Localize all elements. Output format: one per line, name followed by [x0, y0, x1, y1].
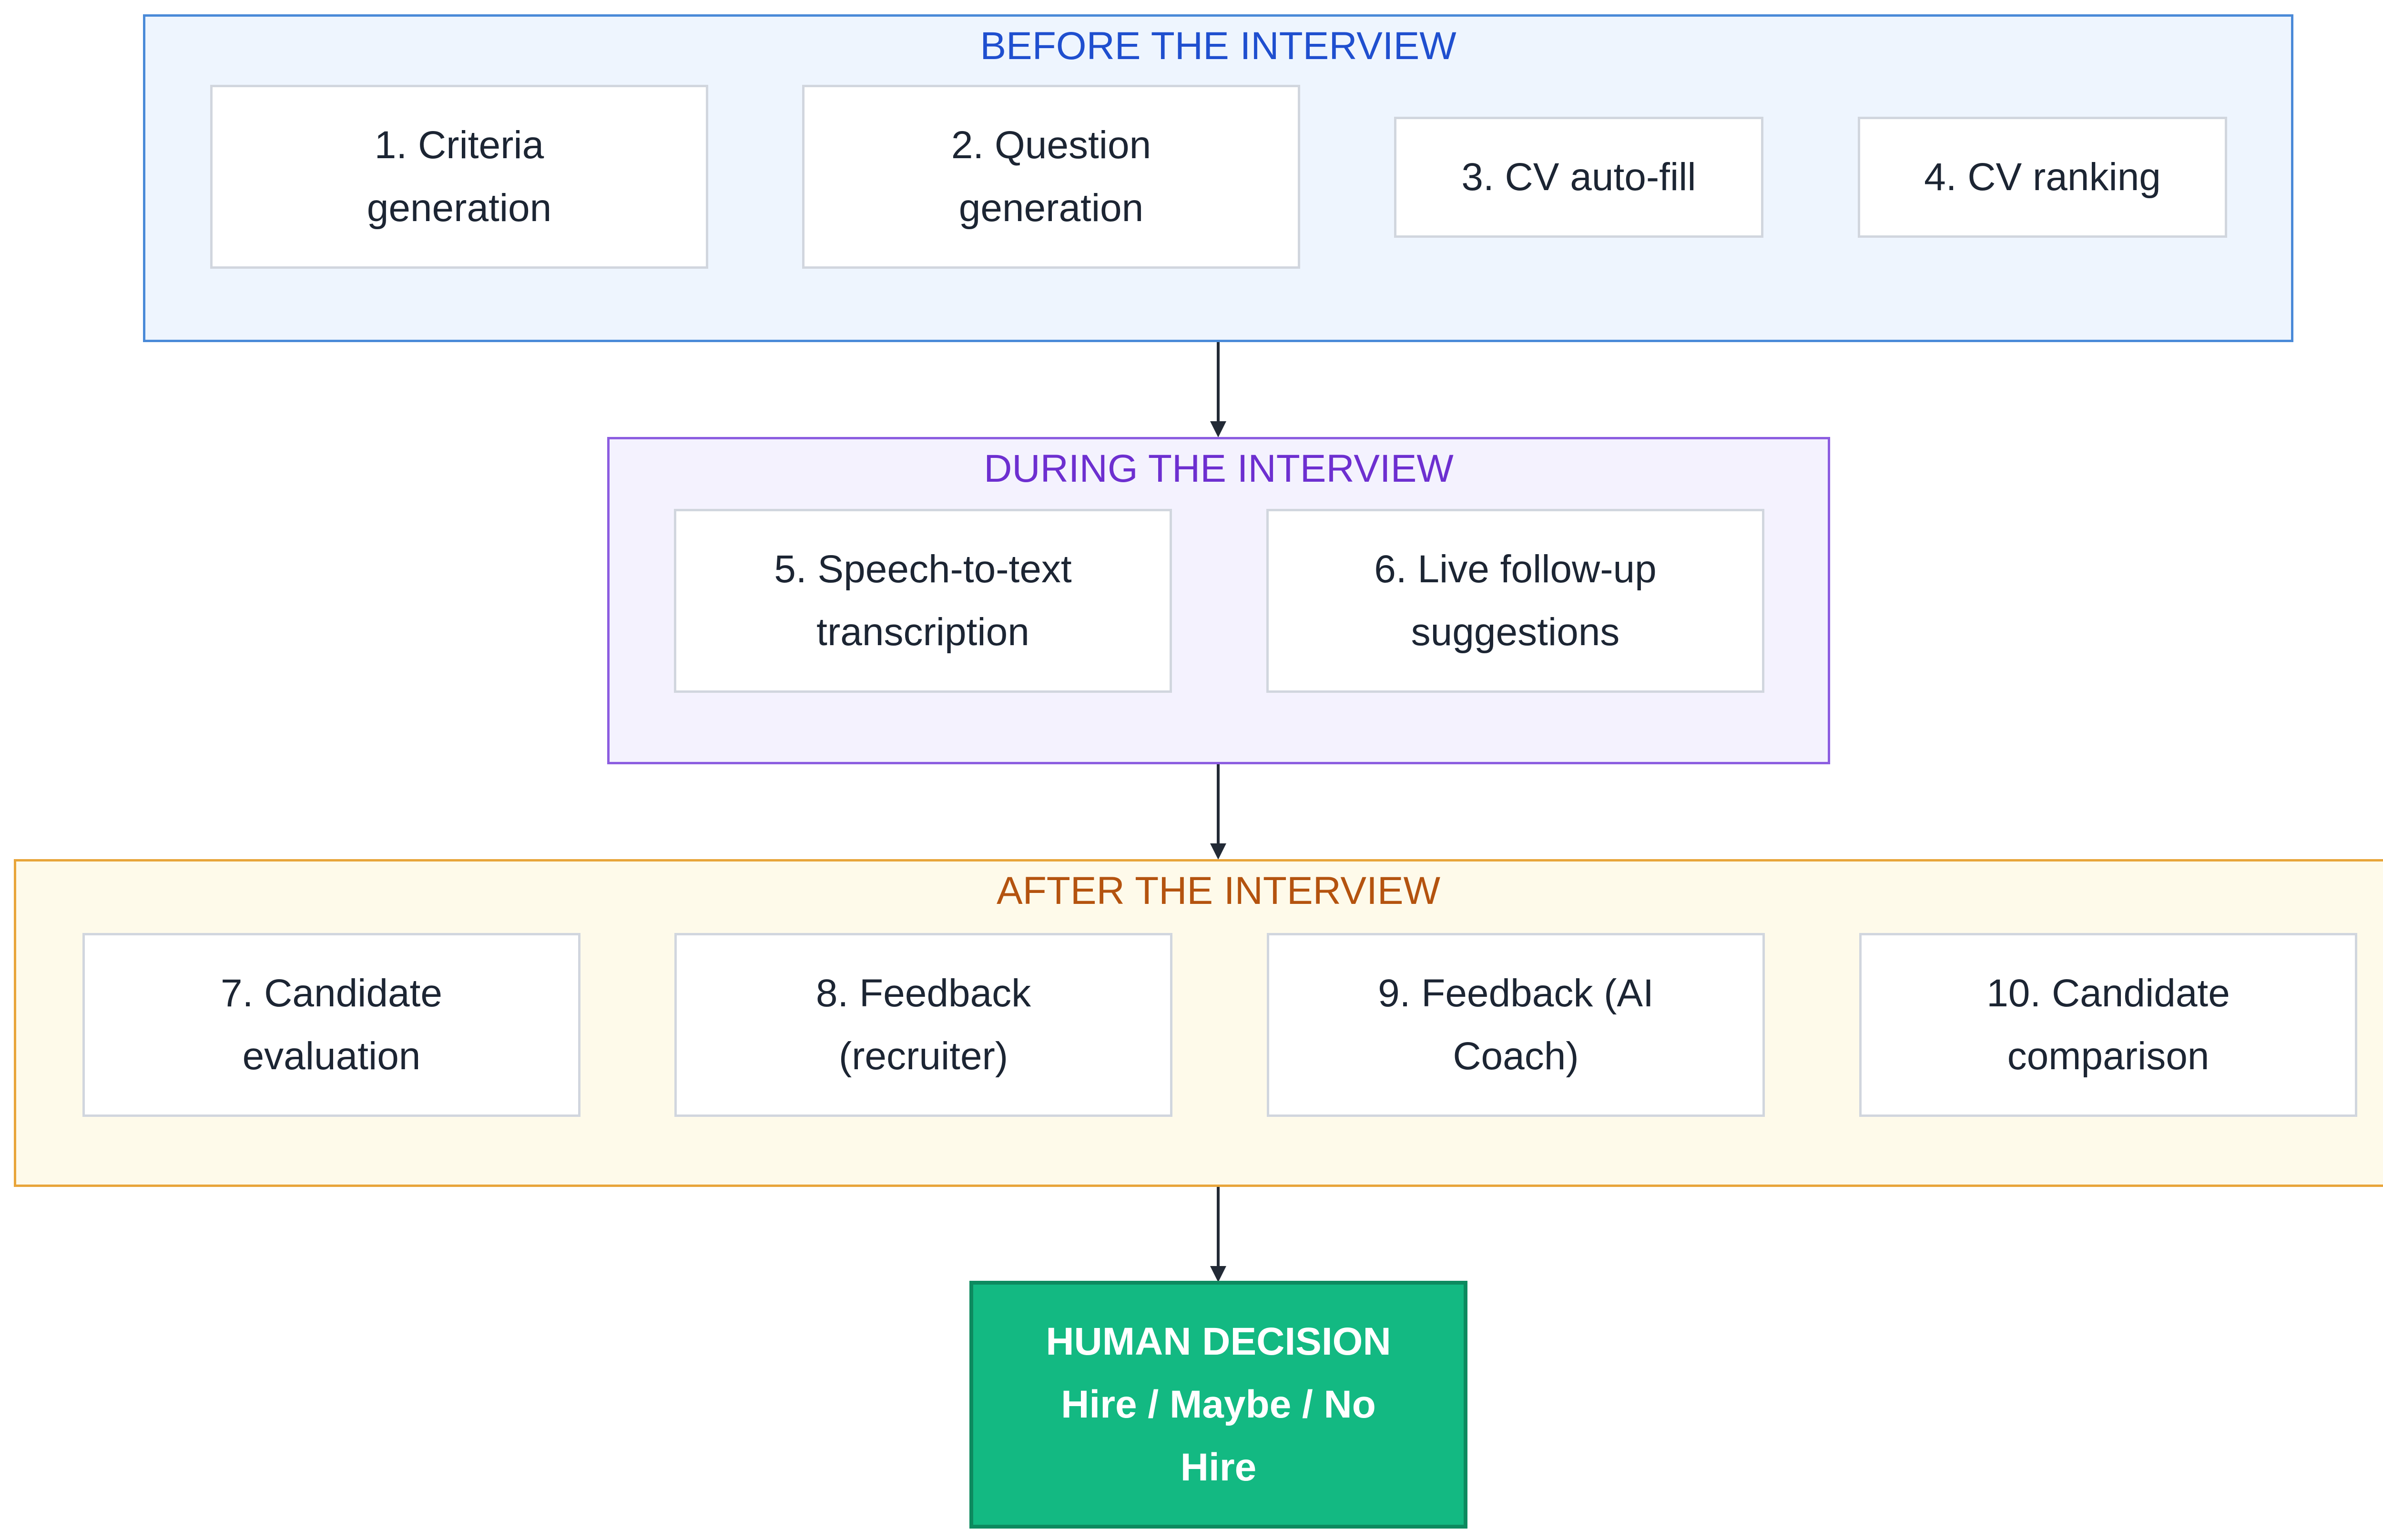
- decision-options: Hire / Maybe / No Hire: [1061, 1383, 1376, 1489]
- step-label: 9. Feedback (AI Coach): [1378, 972, 1654, 1078]
- step-cv-ranking: 4. CV ranking: [1858, 117, 2227, 238]
- step-label: 5. Speech-to-text transcription: [774, 547, 1072, 654]
- step-label: 8. Feedback (recruiter): [815, 972, 1031, 1078]
- decision-title: HUMAN DECISION: [1046, 1320, 1391, 1363]
- during-interview-phase: DURING THE INTERVIEW 5. Speech-to-text t…: [607, 437, 1830, 764]
- step-label: 6. Live follow-up suggestions: [1374, 547, 1657, 654]
- connector-before-to-during: [1217, 342, 1220, 423]
- after-interview-title: AFTER THE INTERVIEW: [997, 869, 1440, 912]
- step-criteria-generation: 1. Criteria generation: [210, 85, 708, 269]
- step-question-generation: 2. Question generation: [802, 85, 1300, 269]
- connector-during-to-after: [1217, 764, 1220, 845]
- step-cv-auto-fill: 3. CV auto-fill: [1394, 117, 1763, 238]
- step-label: 4. CV ranking: [1924, 155, 2161, 199]
- during-interview-title: DURING THE INTERVIEW: [984, 447, 1454, 490]
- step-label: 7. Candidate evaluation: [220, 972, 442, 1078]
- step-candidate-evaluation: 7. Candidate evaluation: [82, 933, 580, 1117]
- step-speech-to-text: 5. Speech-to-text transcription: [674, 509, 1172, 693]
- step-label: 2. Question generation: [951, 123, 1151, 230]
- step-label: 3. CV auto-fill: [1461, 155, 1696, 199]
- step-candidate-comparison: 10. Candidate comparison: [1859, 933, 2357, 1117]
- after-interview-phase: AFTER THE INTERVIEW 7. Candidate evaluat…: [14, 859, 2383, 1187]
- step-feedback-ai-coach: 9. Feedback (AI Coach): [1267, 933, 1765, 1117]
- step-live-follow-up: 6. Live follow-up suggestions: [1266, 509, 1764, 693]
- before-interview-phase: BEFORE THE INTERVIEW 1. Criteria generat…: [143, 14, 2293, 342]
- before-interview-title: BEFORE THE INTERVIEW: [980, 24, 1456, 68]
- arrowhead-icon: [1210, 421, 1226, 437]
- step-label: 10. Candidate comparison: [1986, 972, 2230, 1078]
- connector-after-to-decision: [1217, 1187, 1220, 1268]
- arrowhead-icon: [1210, 843, 1226, 860]
- human-decision-box: HUMAN DECISION Hire / Maybe / No Hire: [969, 1281, 1467, 1529]
- step-label: 1. Criteria generation: [367, 123, 552, 230]
- arrowhead-icon: [1210, 1266, 1226, 1282]
- step-feedback-recruiter: 8. Feedback (recruiter): [674, 933, 1172, 1117]
